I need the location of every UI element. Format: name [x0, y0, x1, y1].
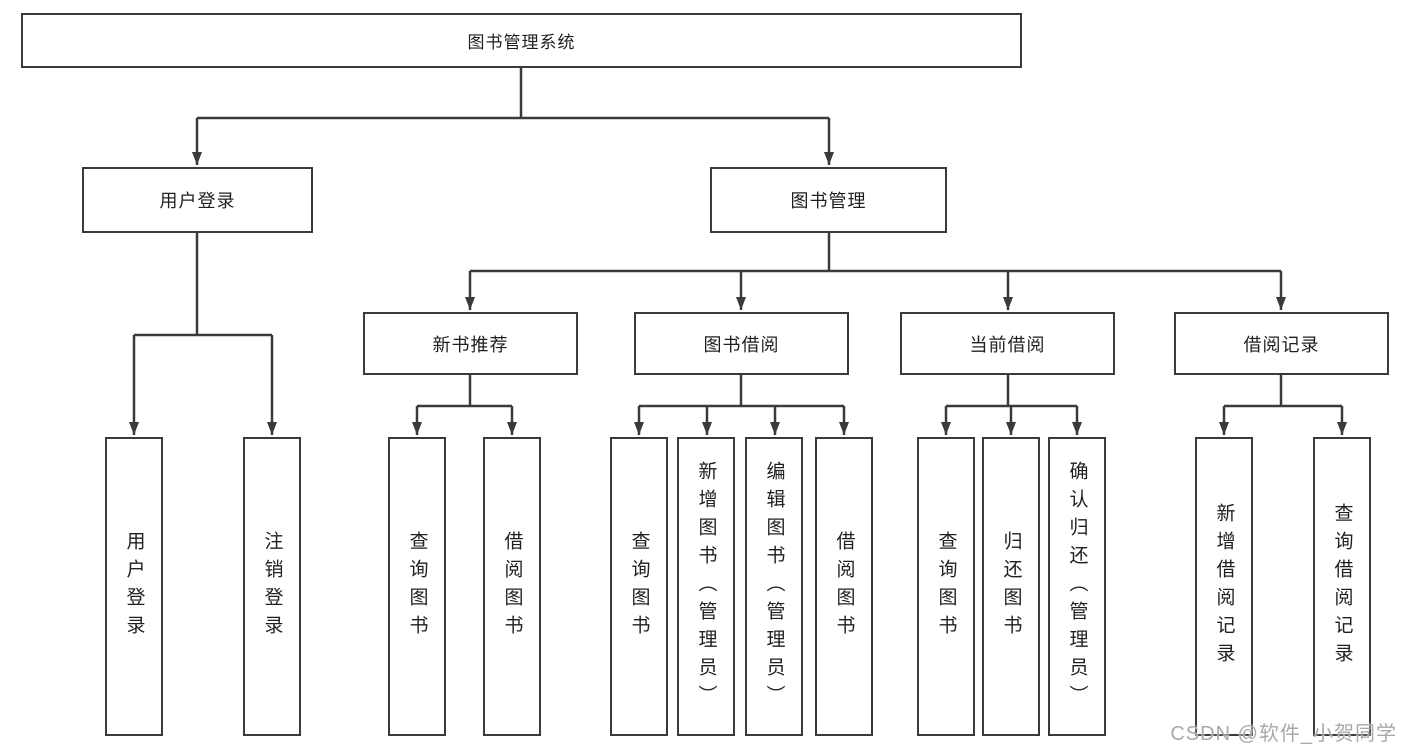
- node-library-management-system: 图书管理系统: [21, 13, 1022, 68]
- leaf-confirm-return-admin: 确认归还（管理员）: [1048, 437, 1106, 736]
- csdn-watermark: CSDN @软件_小贺同学: [1170, 723, 1397, 745]
- leaf-label: 借阅图书: [833, 530, 855, 643]
- leaf-add-borrow-record: 新增借阅记录: [1195, 437, 1253, 736]
- leaf-label: 新增图书（管理员）: [695, 460, 717, 713]
- node-book-management: 图书管理: [710, 167, 947, 233]
- node-book-borrowing: 图书借阅: [634, 312, 849, 375]
- leaf-label: 用户登录: [123, 530, 145, 643]
- leaf-label: 新增借阅记录: [1213, 502, 1235, 671]
- leaf-add-books-admin: 新增图书（管理员）: [677, 437, 735, 736]
- leaf-label: 借阅图书: [501, 530, 523, 643]
- leaf-label: 编辑图书（管理员）: [763, 460, 785, 713]
- node-current-borrowing: 当前借阅: [900, 312, 1115, 375]
- leaf-label: 查询图书: [935, 530, 957, 643]
- leaf-label: 注销登录: [261, 530, 283, 643]
- node-new-book-recommendation: 新书推荐: [363, 312, 578, 375]
- leaf-logout: 注销登录: [243, 437, 301, 736]
- leaf-label: 归还图书: [1000, 530, 1022, 643]
- leaf-query-books-current: 查询图书: [917, 437, 975, 736]
- leaf-edit-books-admin: 编辑图书（管理员）: [745, 437, 803, 736]
- leaf-query-borrow-record: 查询借阅记录: [1313, 437, 1371, 736]
- node-user-login: 用户登录: [82, 167, 313, 233]
- leaf-label: 查询图书: [406, 530, 428, 643]
- leaf-query-books-recommend: 查询图书: [388, 437, 446, 736]
- leaf-user-login: 用户登录: [105, 437, 163, 736]
- leaf-label: 查询图书: [628, 530, 650, 643]
- leaf-query-books-borrowing: 查询图书: [610, 437, 668, 736]
- leaf-return-books: 归还图书: [982, 437, 1040, 736]
- leaf-label: 确认归还（管理员）: [1066, 460, 1088, 713]
- leaf-label: 查询借阅记录: [1331, 502, 1353, 671]
- node-borrowing-records: 借阅记录: [1174, 312, 1389, 375]
- leaf-borrow-books: 借阅图书: [815, 437, 873, 736]
- leaf-borrow-books-recommend: 借阅图书: [483, 437, 541, 736]
